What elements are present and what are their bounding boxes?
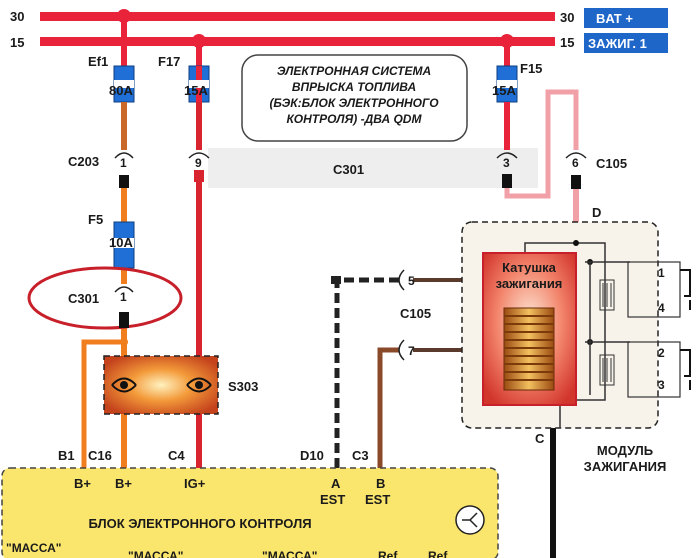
junction-orange (120, 338, 128, 346)
ecu-bottom-4: Ref (378, 549, 398, 558)
coil-transformer-lower (599, 354, 615, 386)
ignition-tag (584, 33, 668, 53)
pin-7: 7 (408, 344, 415, 358)
fuse-f5-rating: 10A (109, 235, 133, 250)
c203-pin: 1 (120, 156, 127, 170)
fuse-ef1-rating: 80A (109, 83, 133, 98)
ecu-func-c4: IG+ (184, 476, 206, 491)
ecu-pin-c4: C4 (168, 448, 185, 463)
connector-c203: C203 1 (68, 152, 134, 188)
ecu-pin-c3: C3 (352, 448, 369, 463)
ecu-bottom-3: "МАССА" (262, 549, 317, 558)
title-line-1: ЭЛЕКТРОННАЯ СИСТЕМА (277, 64, 431, 78)
connector-c105-pin7: 7 (398, 339, 415, 361)
ignition-module: D C Катушка зажигания 1 (461, 205, 691, 474)
pin-5: 5 (408, 274, 415, 288)
ecu-title: БЛОК ЭЛЕКТРОННОГО КОНТРОЛЯ (88, 516, 311, 531)
fuse-f15-rating: 15A (492, 83, 516, 98)
module-d-label: D (592, 205, 601, 220)
c301-band (208, 148, 538, 188)
wire-f15-pink (504, 89, 579, 199)
title-line-2: ВПРЫСКА ТОПЛИВА (292, 80, 416, 94)
connector-c301-circled: C301 1 (27, 266, 183, 330)
bus-15-right-label: 15 (560, 35, 574, 50)
fuse-f5: F5 10A (88, 212, 135, 269)
fuse-ef1: Ef1 80A (88, 54, 135, 103)
bus-15-left-label: 15 (10, 35, 24, 50)
ecu-func-b1: B+ (74, 476, 91, 491)
spark-pin-3: 3 (658, 378, 665, 392)
wire-f5-c301 (121, 268, 127, 284)
ecu-bottom-5: Ref (428, 549, 448, 558)
connector-c105-pin6: 6 C105 (565, 152, 627, 189)
pin-9: 9 (195, 156, 202, 170)
title-box: ЭЛЕКТРОННАЯ СИСТЕМА ВПРЫСКА ТОПЛИВА (БЭК… (241, 54, 468, 142)
coil-spring-icon (503, 307, 555, 391)
fuse-f15-name: F15 (520, 61, 542, 76)
ecu-bottom-2: "МАССА" (128, 549, 183, 558)
wire-est-b (377, 347, 399, 478)
wire-branch-b1 (81, 339, 124, 478)
c105-top-label: C105 (596, 156, 627, 171)
module-c-label: C (535, 431, 545, 446)
connector-c301-pin3: 3 (496, 152, 518, 188)
ecu-func-c3-a: B (376, 476, 385, 491)
ecu-func-d10-a: A (331, 476, 341, 491)
ecu-pin-b1: B1 (58, 448, 75, 463)
wire-f17-s303 (196, 176, 202, 478)
wire-c203-f5 (121, 188, 127, 223)
power-bus-15: 15 15 ЗАЖИГ. 1 (10, 33, 668, 53)
wire-c105-module (573, 188, 579, 240)
c301-circled-pin: 1 (120, 290, 127, 304)
spark-output-1-4: 1 4 (627, 261, 691, 318)
fuse-f17-name: F17 (158, 54, 180, 69)
coil-line-2: зажигания (496, 276, 563, 291)
module-caption-2: ЗАЖИГАНИЯ (584, 459, 667, 474)
c301-top-label: C301 (333, 162, 364, 177)
c301-circled-label: C301 (68, 291, 99, 306)
module-caption-1: МОДУЛЬ (597, 443, 653, 458)
fuse-ef1-name: Ef1 (88, 54, 108, 69)
connector-c105-pin5: 5 (398, 269, 415, 291)
ecu-func-c3-b: EST (365, 492, 390, 507)
fuse-f15: F15 15A (492, 61, 542, 103)
ignition-tag-text: ЗАЖИГ. 1 (588, 36, 647, 51)
ecu-bottom-1: "МАССА" (6, 541, 61, 555)
connector-c301-pin9: 9 (188, 152, 210, 182)
title-line-4: КОНТРОЛЯ) -ДВА QDM (287, 112, 423, 126)
ecu-pin-c16: C16 (88, 448, 112, 463)
highlight-circle (27, 266, 183, 330)
ecu-block: B1 C16 C4 D10 C3 B+ B+ IG+ A EST B EST Б… (1, 448, 499, 558)
spark-output-2-3: 2 3 (627, 341, 691, 398)
ecu-func-d10-b: EST (320, 492, 345, 507)
bus-30-right-label: 30 (560, 10, 574, 25)
spark-pin-4: 4 (658, 301, 665, 315)
pin-6: 6 (572, 156, 579, 170)
ecu-func-c16: B+ (115, 476, 132, 491)
wire-module-ground (550, 428, 556, 558)
bat-plus-tag (584, 8, 668, 28)
s303-label: S303 (228, 379, 258, 394)
timing-icon (455, 505, 485, 535)
fuse-f17-rating: 15A (184, 83, 208, 98)
bat-plus-tag-text: BAT + (596, 11, 633, 26)
wire-ef1-down (121, 102, 127, 150)
ecu-pin-d10: D10 (300, 448, 324, 463)
fuse-f17: F17 15A (158, 54, 210, 103)
coil-line-1: Катушка (502, 260, 557, 275)
fuse-f5-name: F5 (88, 212, 103, 227)
spark-pin-1: 1 (658, 266, 665, 280)
c105-mid-label: C105 (400, 306, 431, 321)
spark-pin-2: 2 (658, 346, 665, 360)
title-line-3: (БЭК:БЛОК ЭЛЕКТРОННОГО (269, 96, 439, 110)
pin-3: 3 (503, 156, 510, 170)
wire-f17-down (196, 102, 202, 150)
splice-s303: S303 (103, 355, 258, 415)
power-bus-30: 30 30 BAT + (10, 8, 668, 28)
coil-transformer-upper (599, 279, 615, 311)
bus-30-left-label: 30 (10, 9, 24, 24)
c203-label: C203 (68, 154, 99, 169)
